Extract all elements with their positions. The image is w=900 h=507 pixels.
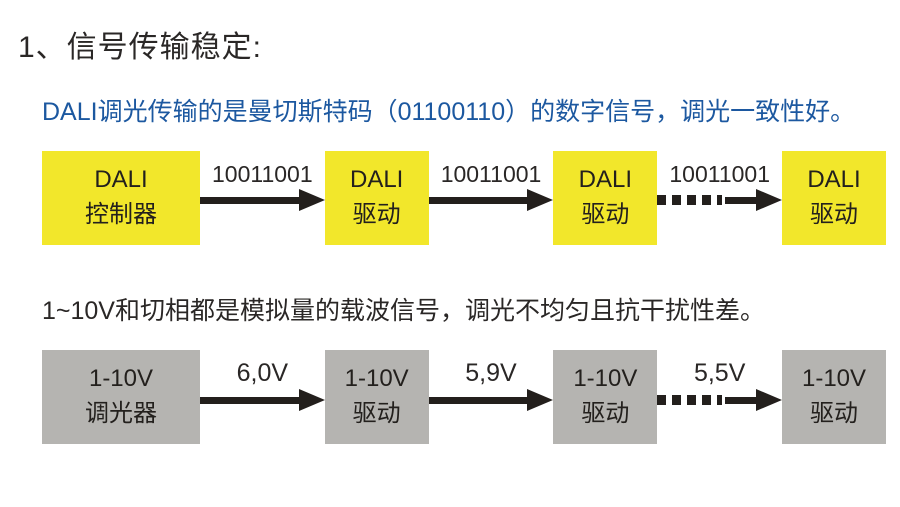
arrow-line	[200, 196, 299, 204]
node-label-line1: 1-10V	[573, 365, 638, 393]
arrow-right-icon	[200, 389, 325, 411]
arrow-label-dali-3: 10011001	[669, 161, 770, 187]
node-label-line2: 驱动	[810, 400, 859, 427]
arrow-right-dashed-icon	[657, 389, 783, 411]
page-title: 1、信号传输稳定:	[18, 31, 263, 64]
node-analog-driver-3: 1-10V 驱动	[782, 350, 887, 444]
node-label-line2: 驱动	[352, 201, 401, 228]
arrow-line	[725, 396, 757, 404]
arrow-line	[725, 196, 757, 204]
arrow-line	[428, 196, 528, 204]
node-label-line2: 驱动	[581, 400, 630, 427]
node-label-line2: 控制器	[85, 201, 157, 228]
arrow-label-dali-2: 10011001	[440, 161, 542, 187]
arrow-head	[527, 189, 554, 211]
arrow-head	[298, 189, 325, 211]
arrow-dashes	[657, 195, 723, 205]
arrow-right-icon	[428, 389, 554, 411]
dali-description: DALI调光传输的是曼切斯特码（01100110）的数字信号，调光一致性好。	[42, 98, 856, 126]
arrow-right-icon	[200, 189, 325, 211]
node-label-line1: DALI	[807, 166, 861, 194]
node-label-line1: DALI	[349, 166, 404, 194]
arrow-head	[756, 189, 783, 211]
arrow-head	[298, 389, 325, 411]
arrow-analog-2: 5,9V	[428, 350, 554, 444]
node-label-line1: 1-10V	[344, 365, 409, 393]
arrow-label-dali-1: 10011001	[212, 161, 313, 187]
node-dali-driver-2: DALI 驱动	[553, 151, 658, 245]
arrow-line	[428, 396, 528, 404]
analog-description: 1~10V和切相都是模拟量的载波信号，调光不均匀且抗干扰性差。	[42, 297, 765, 325]
arrow-dali-1: 10011001	[200, 151, 325, 245]
node-analog-driver-1: 1-10V 驱动	[324, 350, 429, 444]
arrow-right-icon	[428, 189, 554, 211]
arrow-head	[756, 389, 783, 411]
arrow-dali-3: 10011001	[657, 151, 783, 245]
arrow-dashes	[657, 395, 723, 405]
arrow-label-analog-1: 6,0V	[236, 359, 289, 387]
dali-flow-diagram: DALI 控制器 10011001 DALI 驱动 10011001 DALI …	[42, 151, 887, 245]
node-label-line1: DALI	[94, 166, 148, 194]
arrow-analog-1: 6,0V	[200, 350, 325, 444]
node-label-line2: 驱动	[581, 201, 630, 228]
arrow-head	[527, 389, 554, 411]
node-analog-driver-2: 1-10V 驱动	[553, 350, 658, 444]
node-label-line2: 调光器	[85, 400, 157, 427]
arrow-label-analog-3: 5,5V	[693, 359, 746, 387]
arrow-right-dashed-icon	[657, 189, 783, 211]
arrow-analog-3: 5,5V	[657, 350, 783, 444]
node-dali-driver-1: DALI 驱动	[324, 151, 429, 245]
node-label-line2: 驱动	[352, 400, 401, 427]
node-label-line1: 1-10V	[801, 365, 867, 393]
arrow-dali-2: 10011001	[428, 151, 554, 245]
node-dali-driver-3: DALI 驱动	[782, 151, 887, 245]
arrow-line	[200, 396, 299, 404]
node-label-line1: 1-10V	[88, 365, 154, 393]
node-dali-controller: DALI 控制器	[42, 151, 200, 245]
arrow-label-analog-2: 5,9V	[465, 359, 517, 387]
node-label-line2: 驱动	[810, 201, 859, 228]
node-analog-dimmer: 1-10V 调光器	[42, 350, 200, 444]
node-label-line1: DALI	[578, 166, 633, 194]
analog-flow-diagram: 1-10V 调光器 6,0V 1-10V 驱动 5,9V 1-10V 驱动 5,…	[42, 350, 887, 444]
